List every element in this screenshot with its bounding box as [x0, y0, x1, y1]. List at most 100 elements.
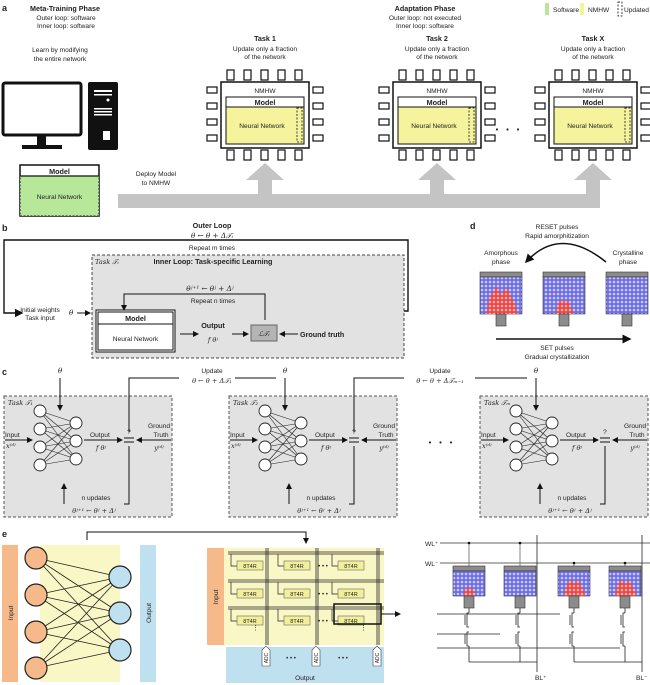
8t4r-cell [337, 560, 365, 571]
output-label: Output [201, 321, 225, 330]
nn-output-label: Output [146, 603, 153, 623]
adc-label: ADC [264, 652, 270, 663]
crystalline-label-1: Crystalline [613, 250, 644, 257]
chip-pin [588, 69, 597, 81]
task-desc-1: Update only a fraction [561, 46, 625, 53]
desktop-computer-icon [1, 81, 118, 150]
outer-loop-equation: θ ← θ + Δ𝒯ᵢ [191, 231, 234, 240]
col-ellipsis: ⋮ [252, 625, 259, 632]
nn-neuron [294, 452, 308, 466]
8t4r-cell [283, 560, 311, 571]
update-eq: θʲ⁺¹ ← θʲ + Δʲ [297, 507, 341, 515]
update-label-2: Update [429, 368, 451, 375]
set-desc-label: Gradual crystallization [525, 354, 590, 361]
gt-label-2: Truth [378, 432, 393, 439]
nn-neuron [509, 440, 523, 454]
task-title: Task 2 [426, 34, 448, 43]
nn-neuron [69, 416, 83, 430]
nn-edge [35, 576, 121, 596]
transistor-channel [622, 612, 625, 628]
chip-pin [640, 134, 650, 142]
heater [495, 313, 507, 327]
theta-label: θ [283, 366, 288, 375]
adc: ADC [311, 645, 321, 667]
junction [518, 541, 522, 545]
nn-edge [39, 422, 77, 448]
meta-training-desc1: Learn by modifying [32, 47, 88, 54]
update-equation-1: θ ← θ + Δ𝒯₁ [192, 377, 232, 385]
junction [572, 561, 576, 565]
task-desc-1: Update only a fraction [405, 46, 469, 53]
task-label: Task 𝒯ᵢ [95, 258, 119, 266]
inner-loop-equation: θʲ⁺¹ ← θʲ + Δʲ [186, 284, 234, 293]
amorphous-region [614, 579, 637, 596]
chip-pin [554, 69, 563, 81]
nn-edge [35, 649, 121, 669]
chip-pin [243, 149, 252, 161]
adaptation-title: Adaptation Phase [395, 4, 456, 13]
nn-neuron [509, 458, 523, 472]
chip-pin [466, 69, 475, 81]
update-eq: θʲ⁺¹ ← θʲ + Δʲ [548, 507, 592, 515]
heater [514, 595, 526, 609]
adc-label: ADC [375, 652, 381, 663]
chip-pin [260, 149, 269, 161]
transistor-channel [571, 631, 574, 647]
nn-input-label: Input [8, 606, 15, 621]
y-label: y⁽ᵈ⁾ [378, 444, 389, 452]
outer-loop-title: Outer Loop [193, 221, 232, 230]
chip-pin [378, 118, 390, 126]
chip-model-header [225, 96, 305, 108]
transistor-channel [466, 612, 469, 628]
reset-arrow [524, 242, 607, 264]
panel-d: d RESET pulses Rapid amorphitization Amo… [470, 221, 649, 361]
chip-pin [432, 149, 441, 161]
pcm-cell-crystalline [605, 271, 649, 327]
chip-pin [622, 149, 631, 161]
software-nn-label: Neural Network [37, 194, 83, 201]
row-ellipsis: • • • [318, 564, 328, 570]
theta-label: θ [69, 308, 74, 317]
chip-model-header [553, 96, 633, 108]
chip-model-label: Model [583, 98, 604, 107]
output-neuron [108, 565, 132, 589]
chip-pin [206, 134, 218, 142]
nn-input-bar [2, 545, 18, 682]
chip-model-label: Model [427, 98, 448, 107]
cell-wire [230, 609, 237, 622]
transistor-channel [517, 612, 520, 628]
model-label: Model [125, 314, 146, 323]
deploy-label-1: Deploy Model [136, 171, 177, 178]
nn-edge [264, 440, 302, 466]
panel-label-b: b [2, 223, 8, 233]
chip-pin [312, 118, 324, 126]
x-label: x⁽ᵈ⁾ [231, 442, 241, 450]
task-title: Task 1 [254, 34, 276, 43]
8t4r-label: 8T4R [344, 619, 357, 625]
transistor-channel [571, 612, 574, 628]
task-desc-1: Update only a fraction [233, 46, 297, 53]
task-box [3, 395, 173, 518]
gt-label-2: Truth [153, 432, 168, 439]
chip-label: NMHW [254, 88, 276, 95]
task-input-label: Task input [25, 315, 55, 322]
nn-label: Neural Network [113, 336, 159, 343]
meta-training-title: Meta-Training Phase [30, 4, 100, 13]
chip-pin [640, 102, 650, 110]
adc-ellipsis: • • • [338, 656, 348, 662]
panel-label-a: a [2, 3, 8, 13]
initial-weights-label: Initial weights [20, 307, 60, 314]
top-electrode [557, 565, 591, 572]
cell-wire [331, 609, 338, 622]
outer-loop-arrow [3, 239, 409, 318]
gt-label-2: Truth [629, 432, 644, 439]
heater [558, 313, 570, 327]
inner-loop-title: Inner Loop: Task-specific Learning [154, 257, 273, 266]
chip-pin [571, 149, 580, 161]
8t4r-label: 8T4R [344, 564, 357, 570]
x-label: x⁽ᵈ⁾ [6, 442, 16, 450]
chip-pin [415, 149, 424, 161]
input-neuron [24, 620, 48, 644]
